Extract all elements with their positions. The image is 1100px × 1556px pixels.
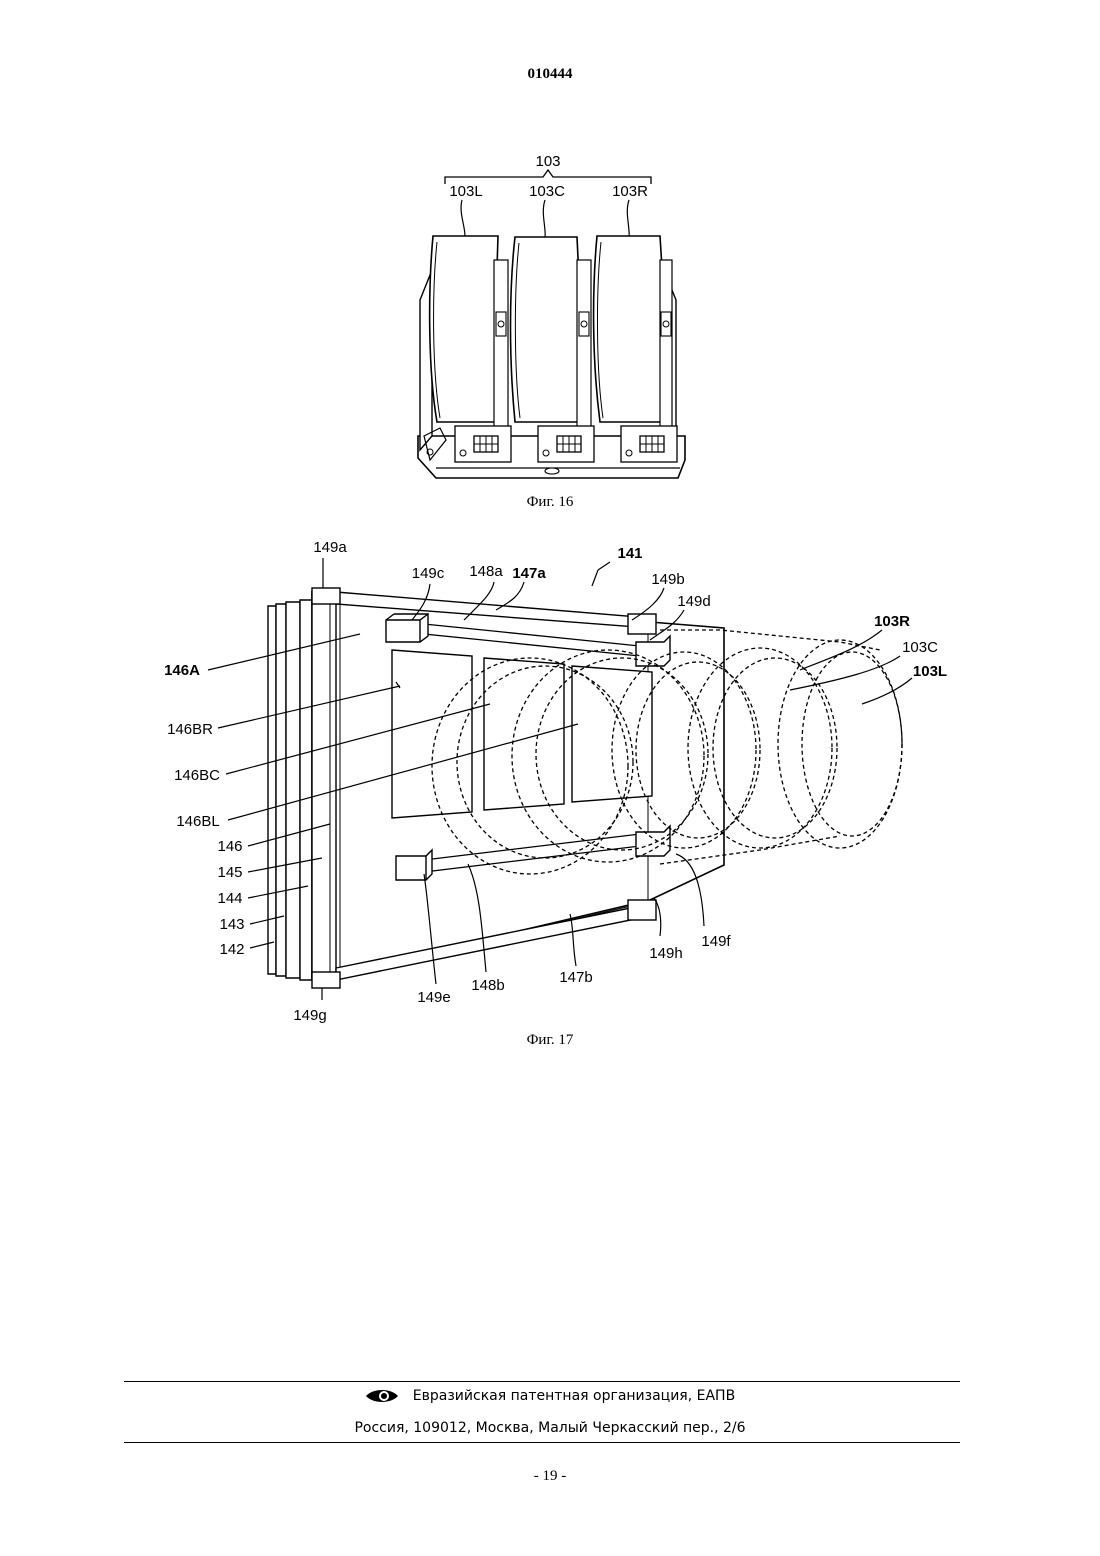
label-149h: 149h (649, 945, 682, 962)
label-103L-fig17: 103L (913, 663, 947, 680)
label-146BC: 146BC (174, 767, 220, 784)
label-148a: 148a (469, 563, 503, 580)
label-146A: 146A (164, 662, 200, 679)
label-103R: 103R (612, 183, 648, 200)
footer-top-rule (124, 1381, 960, 1382)
label-103: 103 (535, 153, 560, 170)
label-146: 146 (217, 838, 242, 855)
label-149f: 149f (701, 933, 731, 950)
label-147a: 147a (512, 565, 546, 582)
label-145: 145 (217, 864, 242, 881)
coil-103C (511, 237, 592, 430)
label-141: 141 (617, 545, 642, 562)
label-142: 142 (219, 941, 244, 958)
label-149g: 149g (293, 1007, 326, 1024)
label-148b: 148b (471, 977, 504, 994)
footer-organization: Евразийская патентная организация, ЕАПВ (0, 1387, 1100, 1405)
label-147b: 147b (559, 969, 592, 986)
label-103C-fig17: 103C (902, 639, 938, 656)
label-149e: 149e (417, 989, 450, 1006)
figure-17: 149a 149c 148a 147a 141 149b 149d 146A 1… (0, 530, 1100, 1030)
figure-16: 103 103L 103C 103R (0, 140, 1100, 490)
label-149b: 149b (651, 571, 684, 588)
label-103L: 103L (449, 183, 482, 200)
brace-103 (445, 170, 651, 184)
label-149d: 149d (677, 593, 710, 610)
label-149c: 149c (412, 565, 445, 582)
label-149a: 149a (313, 539, 347, 556)
figure-16-caption: Фиг. 16 (0, 494, 1100, 511)
footer-address: Россия, 109012, Москва, Малый Черкасский… (0, 1420, 1100, 1436)
label-103R: 103R (874, 613, 910, 630)
figure-17-caption: Фиг. 17 (0, 1032, 1100, 1049)
eye-logo-icon (365, 1387, 399, 1405)
figure-16-drawing: 103 103L 103C 103R (0, 140, 1100, 490)
organization-name: Евразийская патентная организация, ЕАПВ (413, 1388, 735, 1404)
label-144: 144 (217, 890, 242, 907)
document-number: 010444 (0, 66, 1100, 83)
label-143: 143 (219, 916, 244, 933)
coil-103L (430, 236, 508, 430)
label-146BR: 146BR (167, 721, 213, 738)
label-146BL: 146BL (176, 813, 219, 830)
coil-103R (594, 236, 672, 430)
label-103C: 103C (529, 183, 565, 200)
footer-bottom-rule (124, 1442, 960, 1443)
figure-17-drawing: 149a 149c 148a 147a 141 149b 149d 146A 1… (0, 530, 1100, 1030)
page-number: - 19 - (0, 1468, 1100, 1485)
